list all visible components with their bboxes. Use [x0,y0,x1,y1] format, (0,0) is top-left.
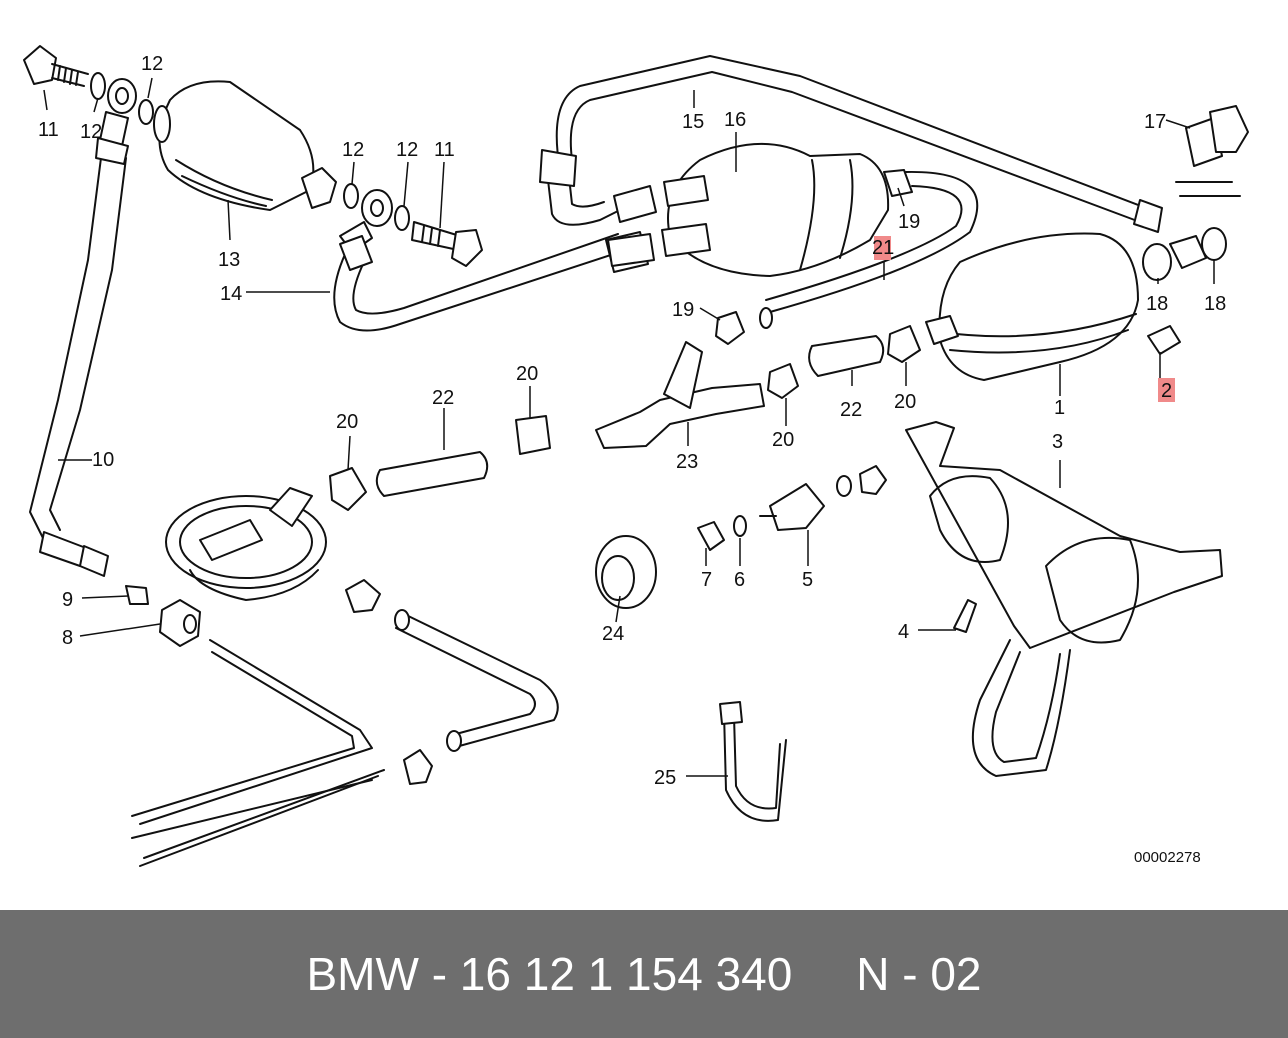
part-7 [697,521,725,551]
label-6: 6 [734,569,745,591]
bolt-11-mid [411,221,483,267]
bracket-3 [905,421,1223,777]
mount-5 [759,483,825,531]
callout-labels: 11 12 12 13 14 12 12 11 15 16 19 21 17 1… [38,53,1226,866]
label-21-highlight [874,236,891,260]
document-number: 00002278 [1134,849,1201,866]
label-19-lower: 19 [672,299,694,321]
clamp-20-c [329,467,367,511]
washer-12-d [394,205,410,231]
clamp-20-a [767,363,799,399]
part-number-footer: BMW - 16 12 1 154 340 N - 02 [0,910,1288,1038]
fuel-line-15 [539,55,1163,233]
label-20-left: 20 [336,411,358,433]
clamp-19-lower [715,311,745,345]
fuel-pump-1 [925,232,1139,381]
label-22-right: 22 [840,399,862,421]
label-12-mid-b: 12 [396,139,418,161]
return-hose-lower [394,609,559,752]
label-22-left: 22 [432,387,454,409]
label-1: 1 [1054,397,1065,419]
label-23: 23 [676,451,698,473]
hose-23 [595,341,765,449]
nut-5c [859,465,887,495]
hose-21 [759,169,979,329]
fuel-filter-13 [153,80,337,211]
part-9-clip [125,585,149,605]
label-17: 17 [1144,111,1166,133]
label-18-a: 18 [1146,293,1168,315]
label-13: 13 [218,249,240,271]
label-24: 24 [602,623,624,645]
part-number-caption: BMW - 16 12 1 154 340 N - 02 [306,948,982,1000]
hose-clamp-lower-a [345,579,381,613]
label-12-left-a: 12 [80,121,102,143]
hose-22-right [808,335,885,377]
fuel-line-14 [333,231,649,332]
clamp-20-b [887,325,921,363]
label-11-left: 11 [38,119,59,141]
washer-12-a [90,72,106,100]
strap-25 [719,701,787,822]
rear-fuel-lines [131,639,385,867]
diagram-canvas: 11 12 12 13 14 12 12 11 15 16 19 21 17 1… [23,45,1249,867]
label-12-left-b: 12 [141,53,163,75]
bolt-11-left [23,45,89,87]
label-19-top: 19 [898,211,920,233]
label-10: 10 [92,449,114,471]
label-2-highlight [1158,378,1175,402]
label-8: 8 [62,627,73,649]
label-3: 3 [1052,431,1063,453]
nut-8 [159,599,201,647]
label-12-mid-a: 12 [342,139,364,161]
label-25: 25 [654,767,676,789]
label-21: 21 [872,237,894,259]
banjo-fitting-left [99,78,137,147]
label-18-b: 18 [1204,293,1226,315]
label-4: 4 [898,621,909,643]
washer-12-c [343,183,359,209]
parts-diagram: 11 12 12 13 14 12 12 11 15 16 19 21 17 1… [23,45,1249,867]
clamp-20-d [515,415,551,455]
part-2-cap [1147,325,1181,355]
hose-22-left [375,451,489,497]
label-16: 16 [724,109,746,131]
label-20-top: 20 [516,363,538,385]
washer-6 [733,515,747,537]
leader-lines [43,77,1215,777]
washer-12-b [138,99,154,125]
hose-clamp-lower-b [403,749,433,785]
grommet-24 [595,535,657,609]
washer-5b [836,475,852,497]
pressure-unit-16 [607,142,890,277]
label-20-right: 20 [894,391,916,413]
label-9: 9 [62,589,73,611]
banjo-fitting-right [1169,235,1207,269]
label-5: 5 [802,569,813,591]
fuel-line-10 [29,137,129,577]
tank-sender-unit [165,487,327,601]
washer-18-a [1142,243,1172,281]
label-15: 15 [682,111,704,133]
label-2: 2 [1161,380,1172,402]
screw-4 [953,599,977,633]
label-7: 7 [701,569,712,591]
bolt-17 [1175,105,1249,197]
label-14: 14 [220,283,242,305]
label-11-mid: 11 [434,139,455,161]
label-20-mid: 20 [772,429,794,451]
